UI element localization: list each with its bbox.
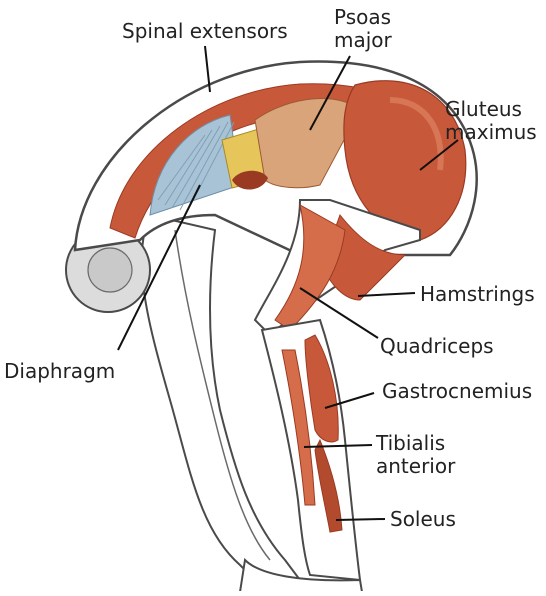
label-psoas-major-line2: major bbox=[334, 29, 392, 52]
label-diaphragm: Diaphragm bbox=[4, 360, 115, 383]
label-gastrocnemius: Gastrocnemius bbox=[382, 380, 532, 403]
label-tibialis-anterior-line1: Tibialis bbox=[376, 432, 455, 455]
label-hamstrings: Hamstrings bbox=[420, 283, 535, 306]
arm-outline bbox=[142, 215, 300, 580]
label-psoas-major-line1: Psoas bbox=[334, 6, 392, 29]
label-soleus: Soleus bbox=[390, 508, 456, 531]
label-quadriceps: Quadriceps bbox=[380, 335, 494, 358]
leader-soleus bbox=[336, 519, 385, 520]
label-psoas-major: Psoas major bbox=[334, 6, 392, 52]
label-gluteus-maximus-line1: Gluteus bbox=[445, 98, 537, 121]
label-tibialis-anterior: Tibialis anterior bbox=[376, 432, 455, 478]
label-spinal-extensors: Spinal extensors bbox=[122, 20, 288, 43]
label-tibialis-anterior-line2: anterior bbox=[376, 455, 455, 478]
label-gluteus-maximus: Gluteus maximus bbox=[445, 98, 537, 144]
label-gluteus-maximus-line2: maximus bbox=[445, 121, 537, 144]
ear bbox=[88, 248, 132, 292]
